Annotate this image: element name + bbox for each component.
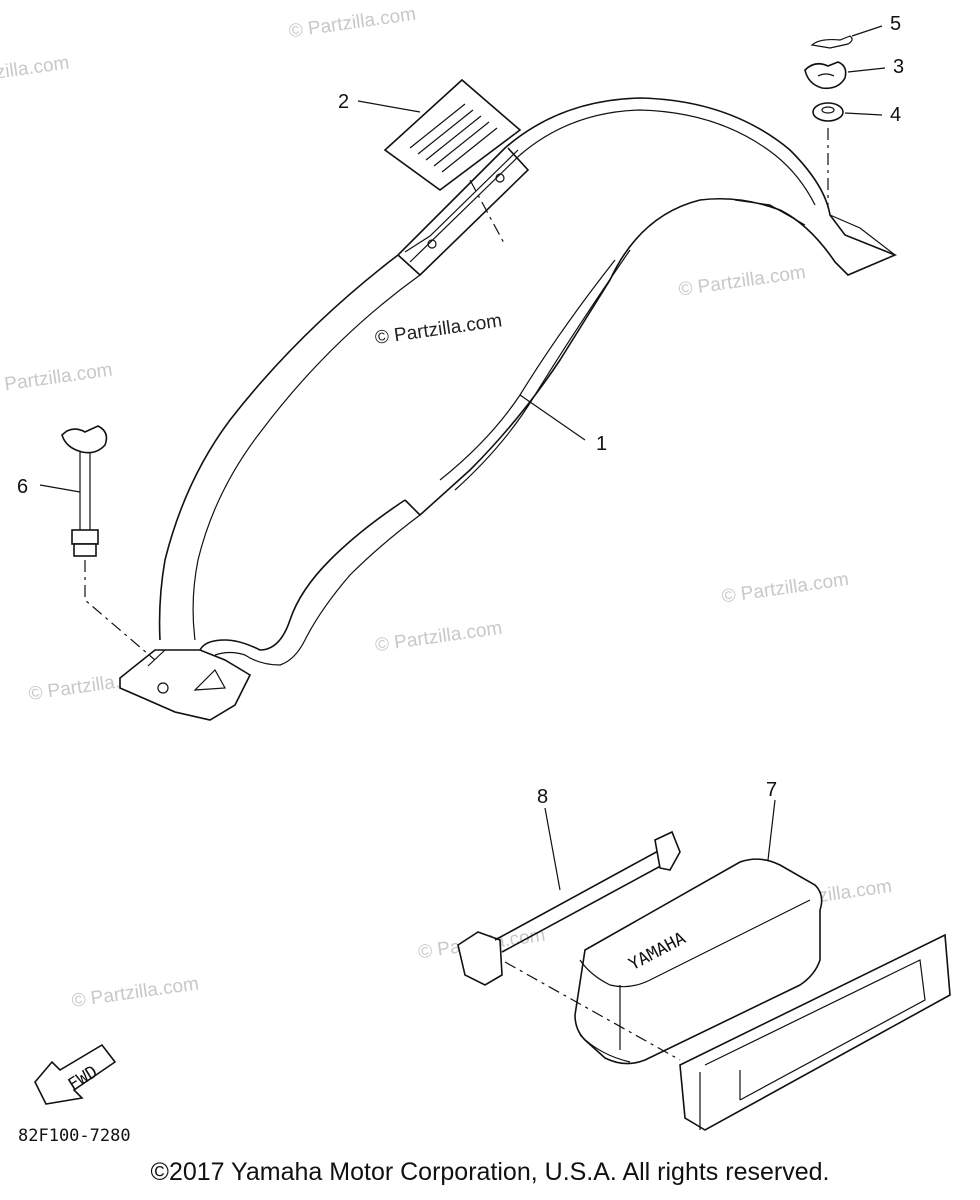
part-1-guard [119,97,898,721]
leader-4 [844,112,883,116]
part-label-6: 6 [17,476,28,498]
watermark: © Partzilla.com [0,52,71,91]
part-label-1: 1 [596,433,607,455]
part-2-label-sticker [383,78,522,246]
diagram-code: 82F100-7280 [18,1126,131,1146]
part-5-pin [810,35,853,49]
fwd-arrow-icon: FWD [34,1043,117,1105]
leader-1 [519,394,586,441]
bracket [679,933,951,1131]
part-label-8: 8 [537,786,548,808]
leader-5 [851,25,883,37]
part-label-5: 5 [890,13,901,35]
leader-8 [544,807,561,891]
watermark: © Partzilla.com [374,618,504,657]
copyright-notice: ©2017 Yamaha Motor Corporation, U.S.A. A… [150,1158,830,1186]
part-6-bolt [61,425,156,661]
watermark: © Partzilla.com [288,4,418,43]
leader-3 [847,67,886,73]
watermark: © Partzilla.com [70,973,200,1012]
watermark: © Partzilla.com [720,569,850,608]
watermark: © Partzilla.com [0,359,114,398]
leader-7 [767,799,776,861]
part-8-strap [457,830,681,1061]
part-label-4: 4 [890,104,901,126]
part-label-3: 3 [893,56,904,78]
center-watermark: © Partzilla.com [374,310,504,349]
part-4-washer [812,102,844,122]
part-label-2: 2 [338,91,349,113]
leader-6 [39,484,81,493]
part-7-box: YAMAHA [574,858,823,1065]
part-3-wing-nut [804,61,847,90]
watermark: © Partzilla.com [677,262,807,301]
leader-2 [357,100,421,113]
part-label-7: 7 [766,779,777,801]
